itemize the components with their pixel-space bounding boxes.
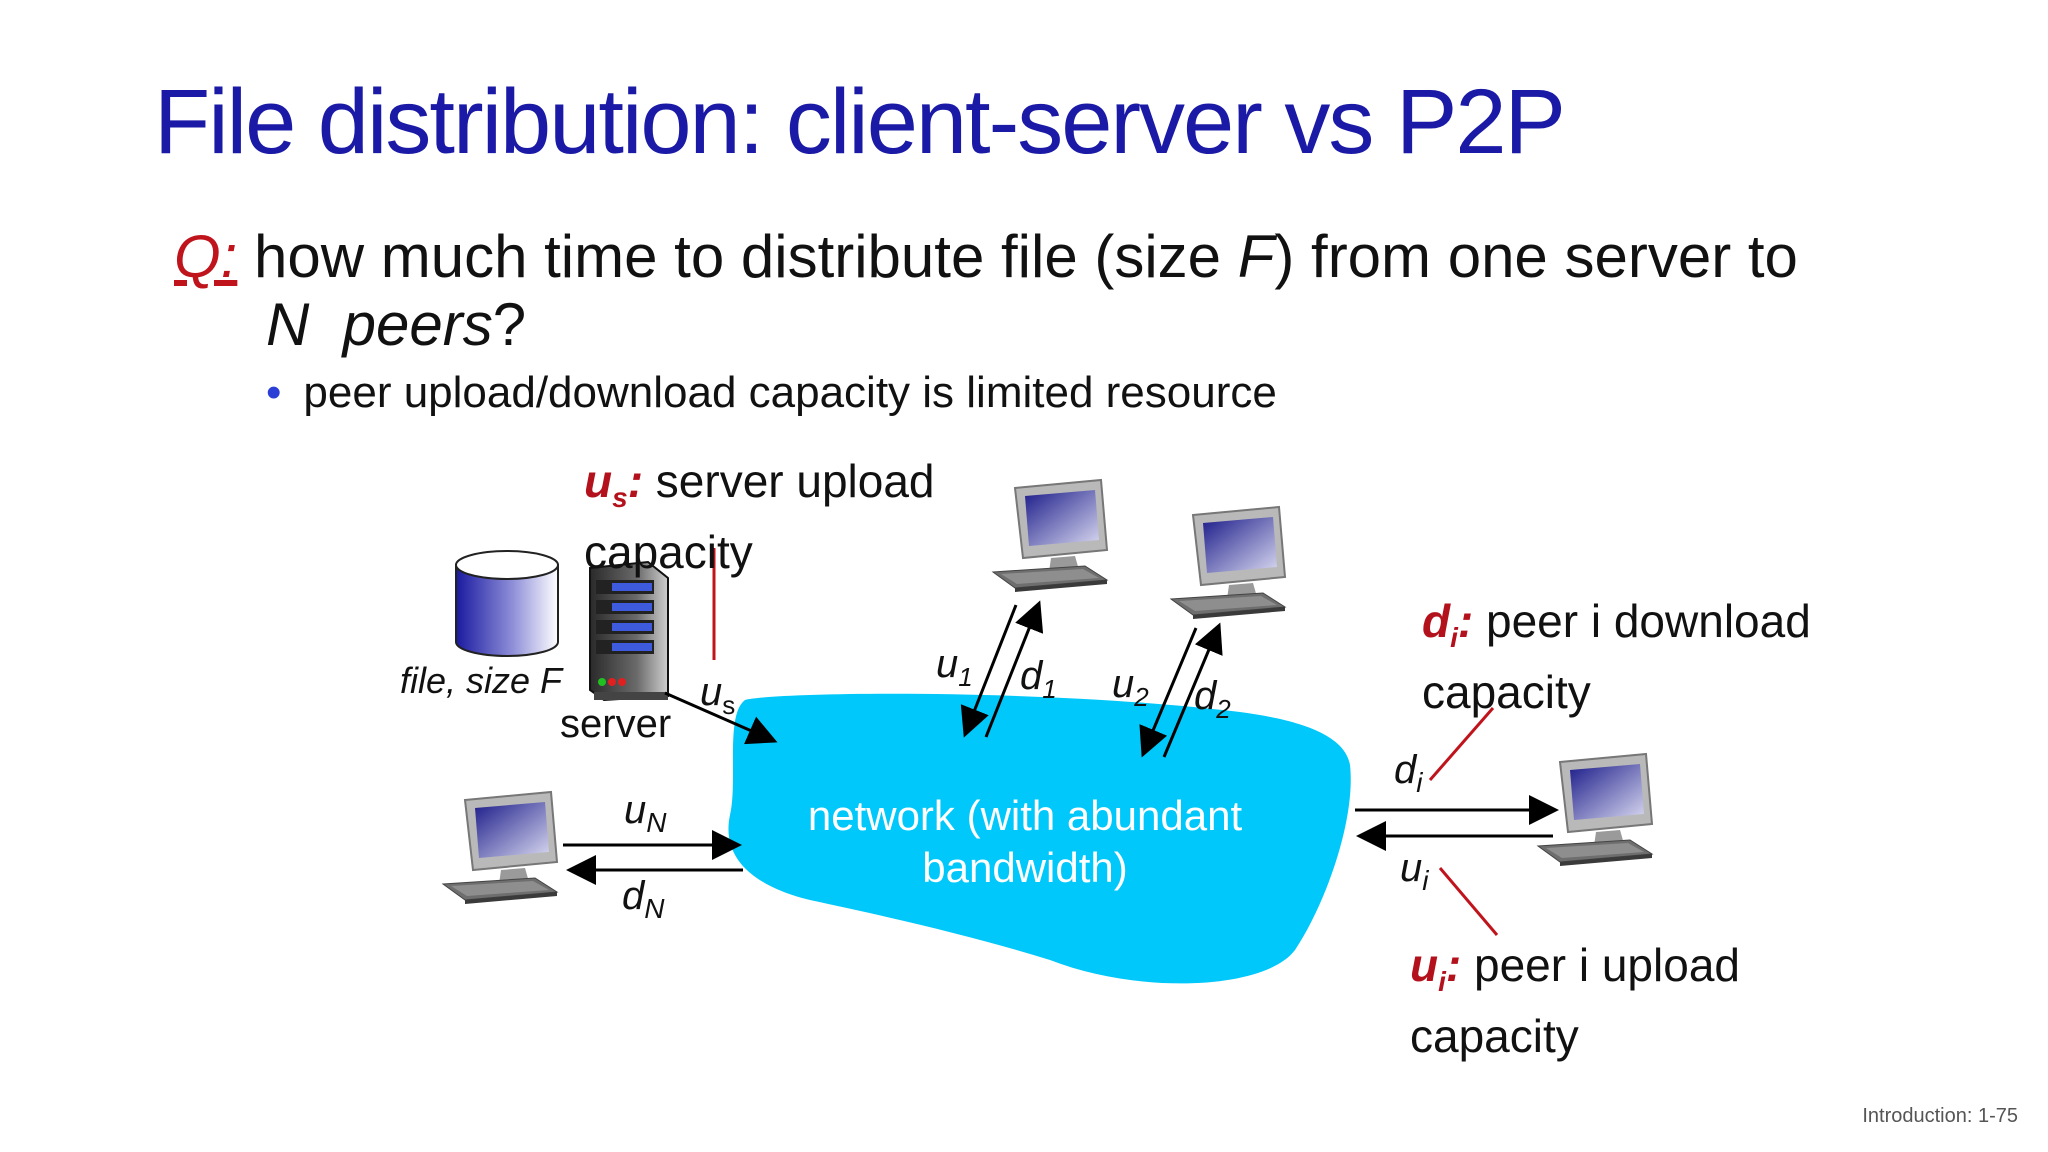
question-end: ?: [492, 291, 527, 358]
peer-2-computer-icon: [1170, 506, 1286, 620]
di-callout-line: [1428, 707, 1495, 781]
dN-link-label: dN: [622, 874, 665, 924]
question-line-2: N peers?: [266, 290, 526, 359]
file-label: file, size F: [400, 660, 563, 701]
us-callout-line2: capacity: [584, 526, 753, 579]
bullet-item: • peer upload/download capacity is limite…: [266, 368, 1277, 418]
peer-i-computer-icon: [1537, 753, 1653, 867]
d2-link-label: d2: [1194, 674, 1231, 724]
network-label-line2: bandwidth): [922, 844, 1128, 891]
us-link-label: us: [700, 670, 736, 720]
di-callout-line1: peer i download: [1473, 595, 1811, 647]
network-label-line1: network (with abundant: [807, 792, 1243, 839]
d1-link-label: d1: [1020, 654, 1057, 704]
database-cylinder-icon: [455, 550, 559, 657]
di-link-label: di: [1394, 748, 1423, 798]
question-line-1: Q: how much time to distribute file (siz…: [174, 222, 1798, 291]
uN-link-label: uN: [624, 788, 667, 838]
network-label: network (with abundant bandwidth): [790, 790, 1260, 894]
ui-callout-line: [1438, 867, 1499, 936]
di-callout: di: peer i download capacity: [1422, 594, 1811, 719]
us-callout-line1: server upload: [643, 455, 935, 507]
question-marker: Q:: [174, 223, 238, 290]
question-text-part2: ) from one server to: [1274, 223, 1798, 290]
ui-callout-line2: capacity: [1410, 1010, 1579, 1063]
bullet-text: peer upload/download capacity is limited…: [303, 368, 1277, 417]
question-text-part1: how much time to distribute file (size: [237, 223, 1238, 290]
u2-link-label: u2: [1112, 662, 1149, 712]
u1-link-label: u1: [936, 642, 973, 692]
ui-callout-symbol: ui:: [1410, 939, 1462, 998]
bullet-dot-icon: •: [266, 368, 282, 417]
server-icon: [589, 560, 669, 702]
ui-link-label: ui: [1400, 846, 1429, 896]
d1-arrow: [984, 600, 1044, 738]
di-callout-line2: capacity: [1422, 666, 1591, 719]
ui-callout: ui: peer i upload capacity: [1410, 938, 1740, 1063]
slide-footer: Introduction: 1-75: [1862, 1105, 2018, 1127]
d2-arrow: [1162, 622, 1223, 758]
ui-callout-line1: peer i upload: [1461, 939, 1740, 991]
peer-1-computer-icon: [992, 479, 1108, 593]
u2-arrow: [1139, 627, 1198, 758]
us-callout-symbol: us:: [584, 455, 644, 514]
peer-n-computer-icon: [442, 791, 558, 905]
us-callout: us: server upload capacity: [584, 454, 935, 579]
server-label: server: [560, 702, 672, 746]
di-callout-symbol: di:: [1422, 595, 1474, 654]
question-file-var: F: [1237, 223, 1275, 290]
u1-arrow: [960, 604, 1018, 738]
us-arrow: [664, 691, 778, 745]
network-cloud: [728, 693, 1351, 984]
slide-title: File distribution: client-server vs P2P: [154, 71, 1566, 173]
question-peers: N peers: [266, 291, 493, 358]
